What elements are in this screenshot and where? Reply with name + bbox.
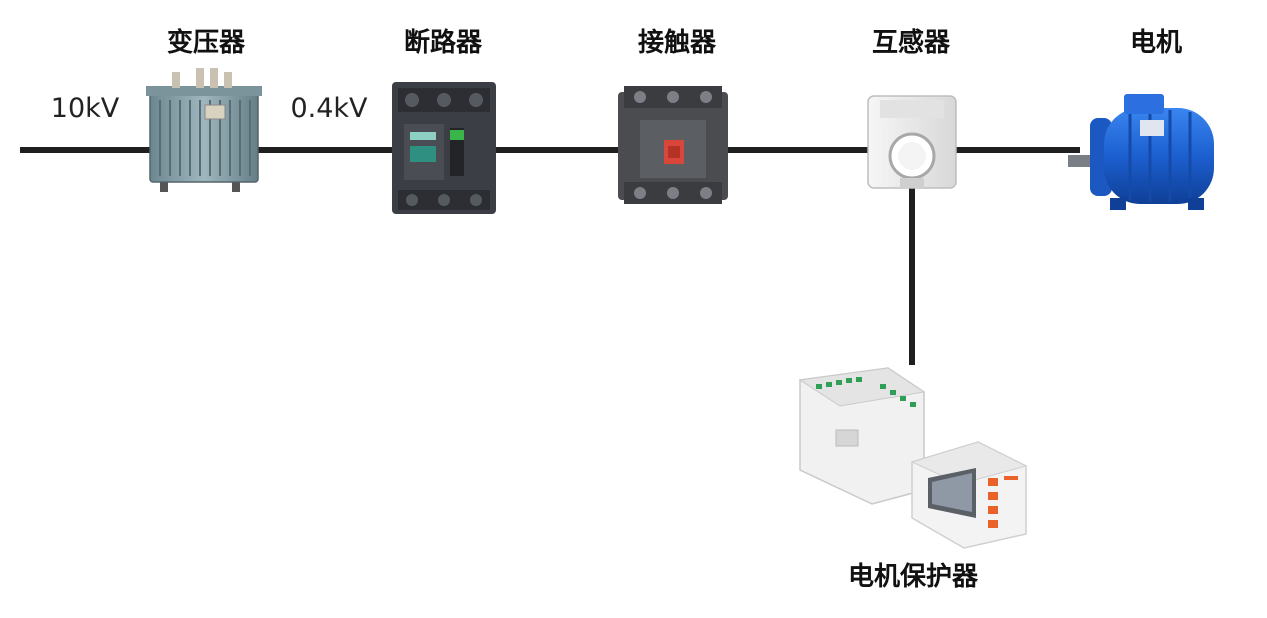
label-motor-protector: 电机保护器 — [847, 562, 979, 592]
transformer-icon — [146, 68, 262, 192]
label-motor: 电机 — [1129, 28, 1183, 58]
contactor-icon — [618, 86, 728, 204]
label-contactor: 接触器 — [637, 28, 717, 58]
voltage-secondary: 0.4kV — [290, 93, 368, 124]
label-current-transformer: 互感器 — [871, 28, 951, 58]
label-breaker: 断路器 — [403, 28, 483, 58]
label-transformer: 变压器 — [166, 28, 246, 58]
motor-protector-icon — [798, 367, 1028, 549]
motor-icon — [1068, 94, 1214, 210]
voltage-primary: 10kV — [50, 93, 120, 124]
circuit-breaker-icon — [392, 82, 496, 214]
current-transformer-icon — [867, 95, 957, 189]
